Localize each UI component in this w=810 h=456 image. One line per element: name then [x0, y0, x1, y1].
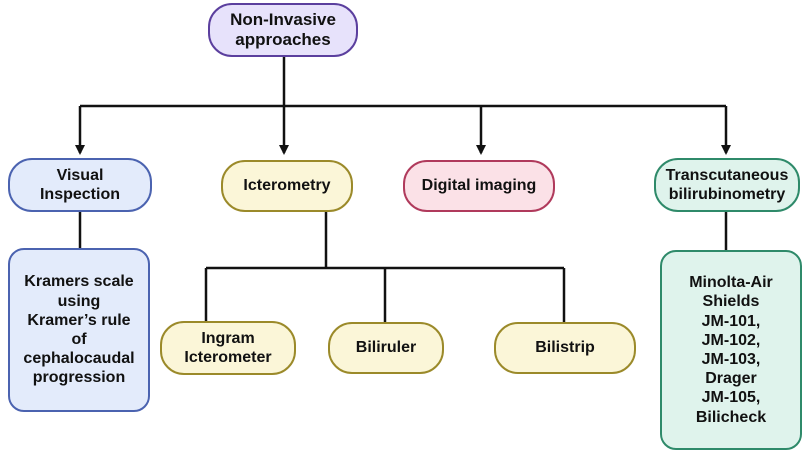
node-ingram-icterometer: Ingram Icterometer — [160, 321, 296, 375]
node-non-invasive-approaches: Non-Invasive approaches — [208, 3, 358, 57]
node-device-list: Minolta-Air Shields JM-101, JM-102, JM-1… — [660, 250, 802, 450]
node-biliruler: Biliruler — [328, 322, 444, 374]
node-transcutaneous-bilirubinometry: Transcutaneous bilirubinometry — [654, 158, 800, 212]
node-digital-imaging: Digital imaging — [403, 160, 555, 212]
node-visual-inspection: Visual Inspection — [8, 158, 152, 212]
node-bilistrip: Bilistrip — [494, 322, 636, 374]
node-icterometry: Icterometry — [221, 160, 353, 212]
node-kramers-scale: Kramers scale using Kramer’s rule of cep… — [8, 248, 150, 412]
